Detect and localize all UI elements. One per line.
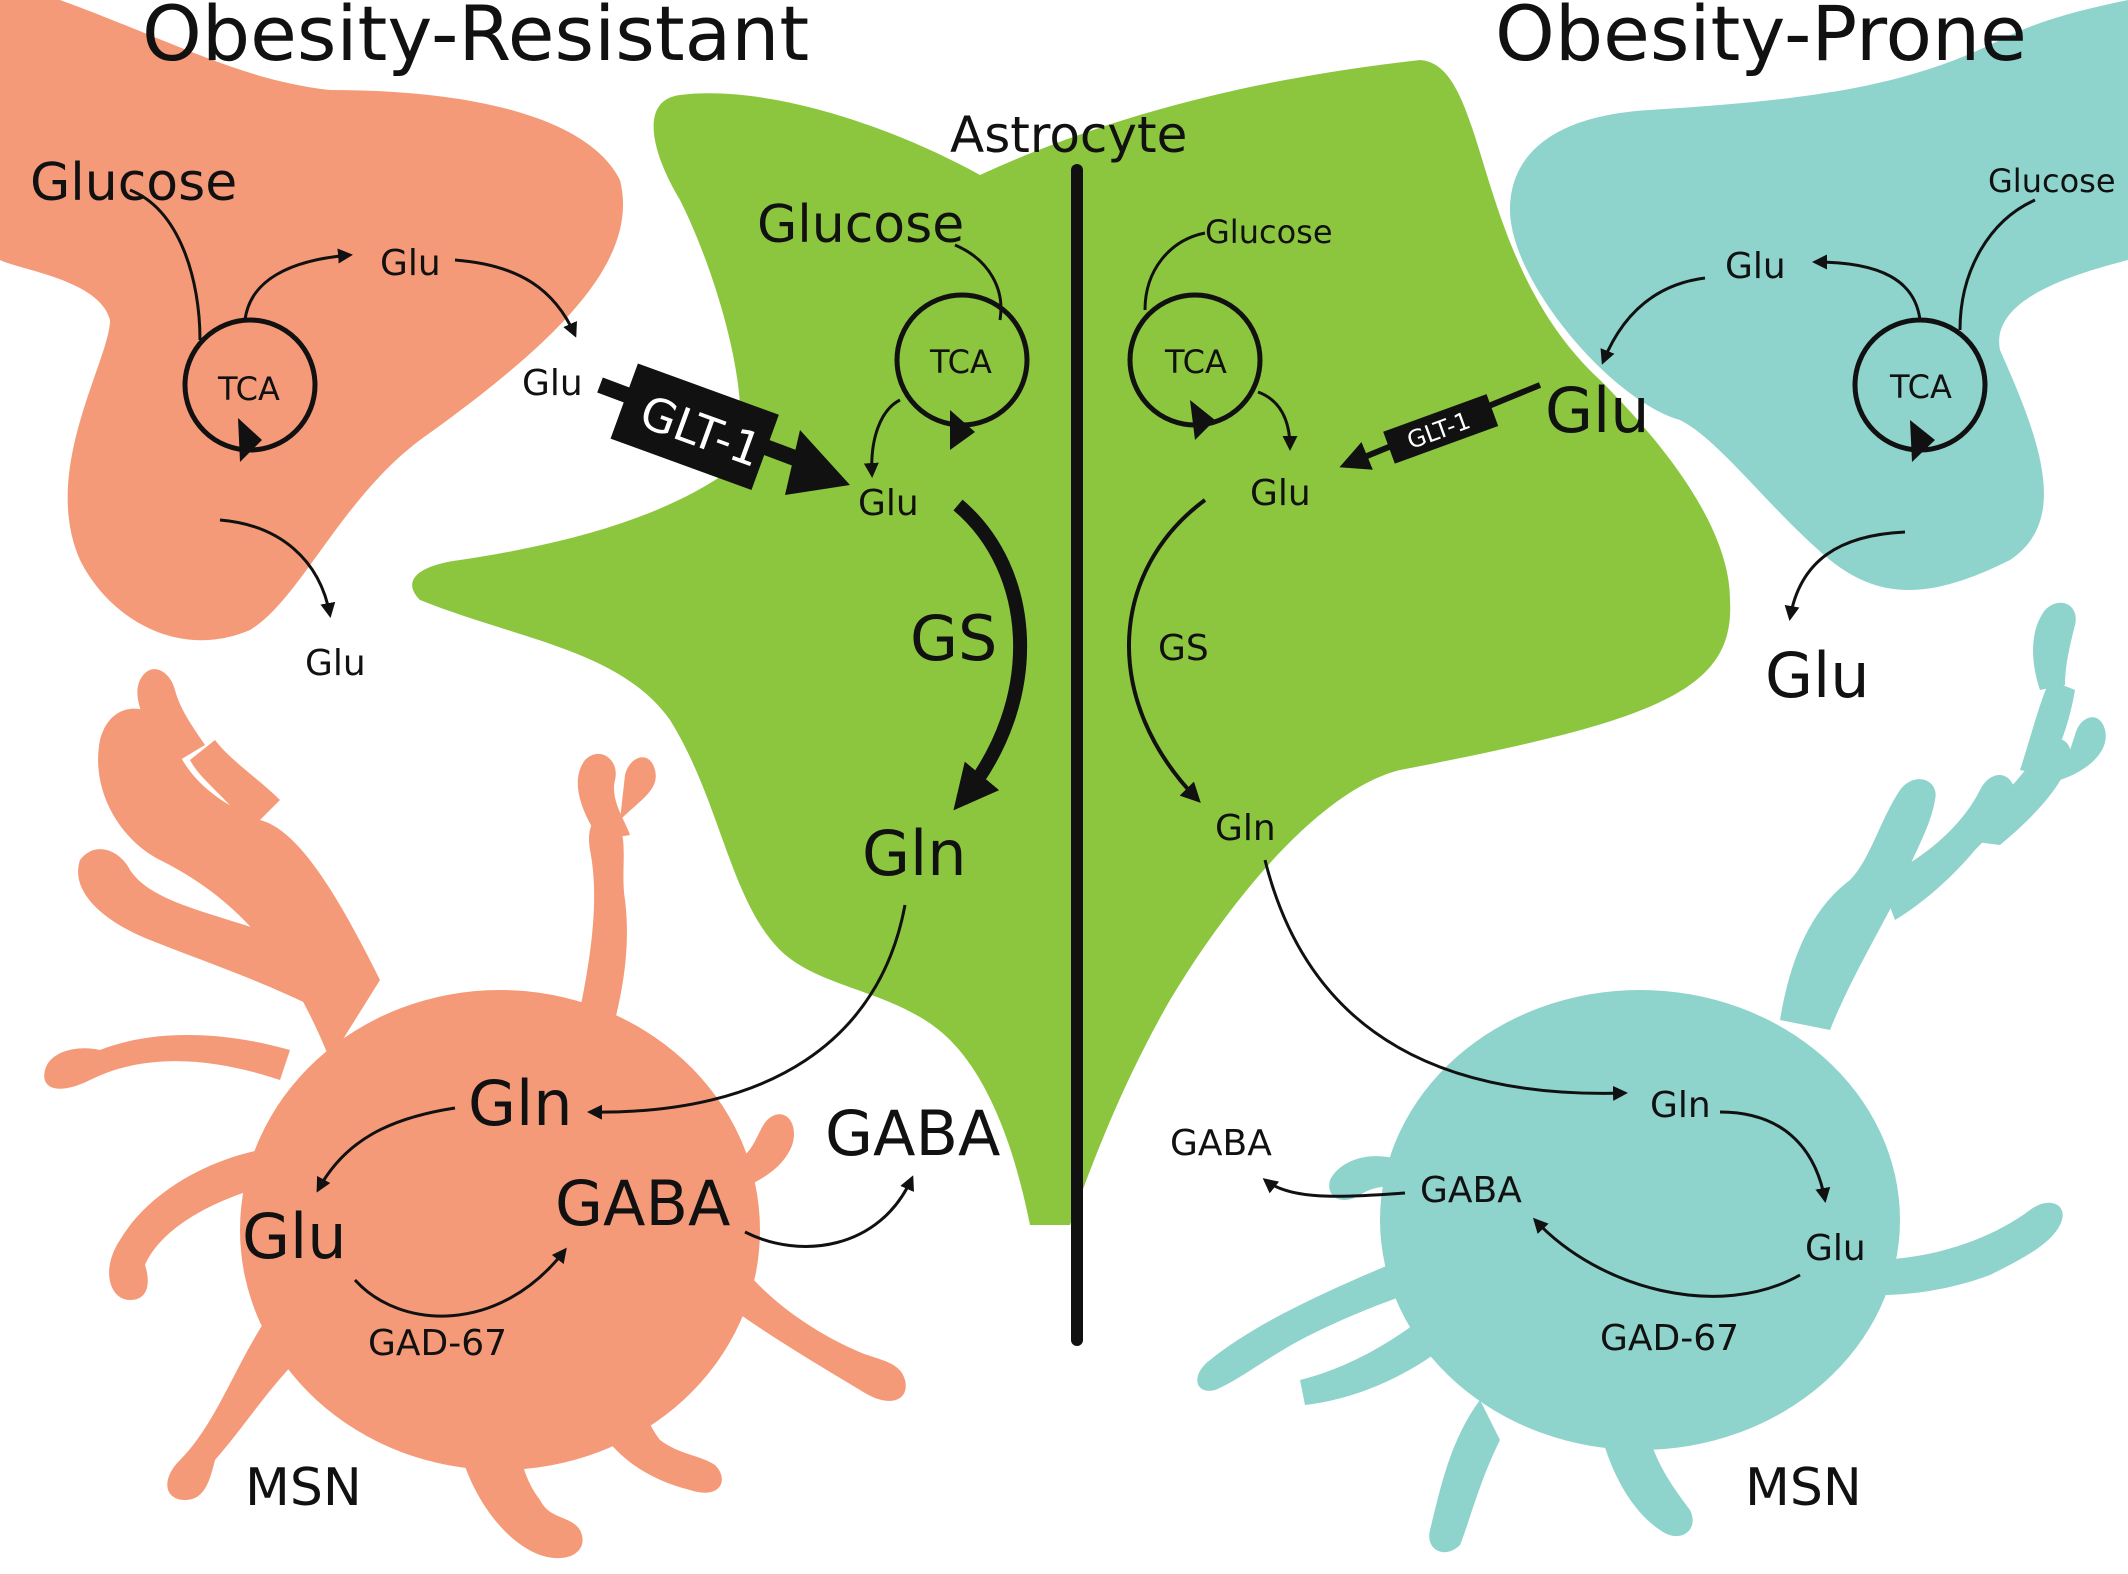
resistant-pre-tca-arrowhead xyxy=(238,418,262,462)
title-obesity-prone: Obesity-Prone xyxy=(1495,0,2027,78)
resistant-gs-arrow xyxy=(953,499,1027,811)
prone-astro-gln: Gln xyxy=(1215,808,1276,849)
prone-msn-gad67: GAD-67 xyxy=(1600,1318,1739,1359)
resistant-gs-label: GS xyxy=(910,602,997,675)
prone-astro-tca-to-glu xyxy=(1257,390,1298,451)
resistant-astro-glu: Glu xyxy=(858,483,919,524)
resistant-pre-glu-out: Glu xyxy=(522,363,583,404)
resistant-pre-release-arrow xyxy=(219,518,336,618)
prone-pre-glucose: Glucose xyxy=(1988,162,2116,200)
resistant-msn-gln-to-glu xyxy=(316,1106,456,1193)
prone-pre-glucose-to-tca xyxy=(1958,198,2036,331)
resistant-astro-gln: Gln xyxy=(862,817,967,890)
prone-astro-glucose: Glucose xyxy=(1205,213,1333,251)
prone-pre-tca-label: TCA xyxy=(1889,368,1952,406)
prone-astro-glu: Glu xyxy=(1250,473,1311,514)
prone-msn-glu: Glu xyxy=(1805,1228,1866,1269)
prone-msn-gaba-out: GABA xyxy=(1170,1123,1272,1164)
prone-msn-gln-to-glu xyxy=(1719,1110,1831,1203)
title-astrocyte: Astrocyte xyxy=(950,106,1187,164)
prone-pre-tca-to-glu xyxy=(1812,254,1922,321)
resistant-pre-glu-top: Glu xyxy=(380,243,441,284)
prone-msn-gad-arrow xyxy=(1532,1217,1801,1298)
prone-pre-glu-top: Glu xyxy=(1725,246,1786,287)
resistant-astro-tca-to-glu xyxy=(863,398,901,478)
title-obesity-resistant: Obesity-Resistant xyxy=(142,0,809,78)
prone-pre-tca-arrowhead xyxy=(1910,420,1935,462)
resistant-msn-glu: Glu xyxy=(242,1200,347,1273)
prone-pre-glu-to-out xyxy=(1600,276,1706,365)
resistant-pre-tca-label: TCA xyxy=(217,370,280,408)
prone-gs-arrow xyxy=(1127,498,1207,803)
resistant-msn-label: MSN xyxy=(245,1458,362,1518)
resistant-pre-glu-release: Glu xyxy=(305,643,366,684)
prone-msn-gln: Gln xyxy=(1650,1085,1711,1126)
resistant-pre-tca-to-glu xyxy=(243,248,353,321)
resistant-astro-glucose: Glucose xyxy=(757,195,964,255)
resistant-glt1-arrowhead xyxy=(785,430,850,495)
resistant-msn-gaba: GABA xyxy=(555,1167,730,1240)
prone-glt1-box xyxy=(1383,394,1499,464)
resistant-pre-glucose-to-tca xyxy=(129,188,202,341)
prone-astro-glucose-to-tca xyxy=(1143,231,1206,311)
prone-astro-tca-label: TCA xyxy=(1164,343,1227,381)
prone-msn-gaba-release xyxy=(1262,1178,1406,1198)
resistant-pre-glucose: Glucose xyxy=(30,153,237,213)
resistant-msn-gad67: GAD-67 xyxy=(368,1323,507,1364)
resistant-msn-gaba-out: GABA xyxy=(825,1097,1000,1170)
prone-pre-glu-release: Glu xyxy=(1765,639,1870,712)
prone-msn-gaba: GABA xyxy=(1420,1170,1522,1211)
resistant-msn-gaba-release xyxy=(744,1175,914,1248)
resistant-msn-gad-arrow xyxy=(353,1247,567,1318)
resistant-astro-tca-label: TCA xyxy=(929,343,992,381)
resistant-presynaptic-terminal xyxy=(0,0,624,641)
resistant-astro-tca-arrowhead xyxy=(950,410,975,450)
resistant-pre-glu-to-out xyxy=(454,258,577,338)
prone-gs-label: GS xyxy=(1158,628,1209,669)
resistant-gln-to-msn xyxy=(587,904,907,1120)
resistant-msn-gln: Gln xyxy=(468,1067,573,1140)
prone-gln-to-msn xyxy=(1263,859,1628,1101)
prone-msn-label: MSN xyxy=(1745,1458,1862,1518)
prone-astro-tca-arrowhead xyxy=(1190,400,1215,440)
resistant-glt1-box xyxy=(610,363,779,490)
prone-msn-cell xyxy=(1197,602,2106,1553)
prone-pre-glu-out: Glu xyxy=(1545,374,1650,447)
prone-pre-release-arrow xyxy=(1784,530,1906,621)
prone-presynaptic-terminal xyxy=(1510,0,2128,590)
